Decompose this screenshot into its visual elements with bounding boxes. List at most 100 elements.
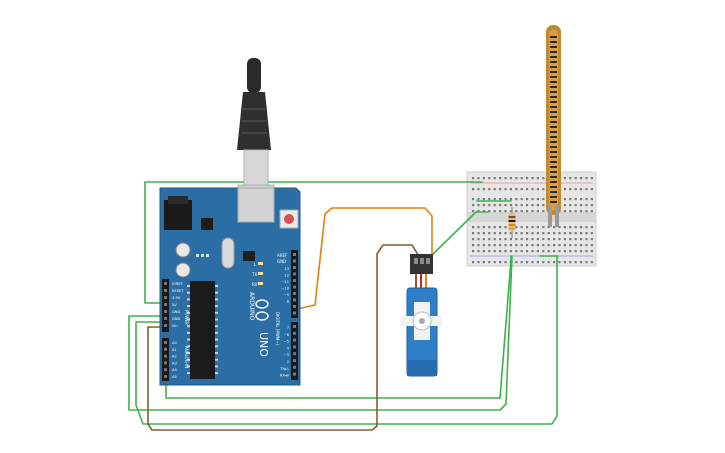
breadboard-hole[interactable] xyxy=(580,250,583,253)
breadboard-hole[interactable] xyxy=(499,261,502,264)
breadboard-hole[interactable] xyxy=(558,244,561,247)
breadboard-hole[interactable] xyxy=(499,188,502,191)
breadboard-hole[interactable] xyxy=(504,188,507,191)
breadboard-hole[interactable] xyxy=(515,261,518,264)
breadboard-hole[interactable] xyxy=(515,250,518,253)
header-pin[interactable] xyxy=(293,372,296,376)
breadboard-hole[interactable] xyxy=(542,250,545,253)
breadboard-hole[interactable] xyxy=(542,226,545,229)
breadboard-hole[interactable] xyxy=(531,204,534,207)
breadboard-hole[interactable] xyxy=(580,198,583,201)
header-pin[interactable] xyxy=(293,365,296,369)
breadboard-hole[interactable] xyxy=(542,210,545,213)
header-pin[interactable] xyxy=(164,303,167,306)
breadboard-hole[interactable] xyxy=(509,188,512,191)
breadboard-hole[interactable] xyxy=(585,244,588,247)
breadboard-hole[interactable] xyxy=(536,198,539,201)
breadboard-hole[interactable] xyxy=(558,226,561,229)
breadboard-hole[interactable] xyxy=(493,232,496,235)
breadboard-hole[interactable] xyxy=(563,232,566,235)
breadboard-hole[interactable] xyxy=(585,198,588,201)
breadboard-hole[interactable] xyxy=(526,177,529,180)
breadboard-hole[interactable] xyxy=(493,226,496,229)
header-pin[interactable] xyxy=(164,347,167,351)
breadboard-hole[interactable] xyxy=(504,210,507,213)
breadboard-hole[interactable] xyxy=(477,244,480,247)
breadboard-hole[interactable] xyxy=(536,232,539,235)
breadboard-hole[interactable] xyxy=(585,188,588,191)
breadboard-hole[interactable] xyxy=(515,232,518,235)
header-pin[interactable] xyxy=(293,292,296,295)
breadboard-hole[interactable] xyxy=(526,198,529,201)
breadboard-hole[interactable] xyxy=(585,250,588,253)
breadboard-hole[interactable] xyxy=(531,244,534,247)
wire-servo-gnd[interactable] xyxy=(147,244,421,431)
breadboard-hole[interactable] xyxy=(536,250,539,253)
breadboard-hole[interactable] xyxy=(488,238,491,241)
breadboard-hole[interactable] xyxy=(542,244,545,247)
breadboard[interactable] xyxy=(466,171,597,267)
breadboard-hole[interactable] xyxy=(520,232,523,235)
wire-5v[interactable] xyxy=(144,181,483,304)
header-pin[interactable] xyxy=(164,368,167,372)
breadboard-hole[interactable] xyxy=(504,238,507,241)
breadboard-hole[interactable] xyxy=(499,250,502,253)
breadboard-hole[interactable] xyxy=(493,250,496,253)
breadboard-hole[interactable] xyxy=(580,210,583,213)
header-pin[interactable] xyxy=(164,375,167,378)
breadboard-hole[interactable] xyxy=(531,198,534,201)
breadboard-hole[interactable] xyxy=(574,210,577,213)
breadboard-hole[interactable] xyxy=(585,204,588,207)
breadboard-hole[interactable] xyxy=(482,250,485,253)
breadboard-hole[interactable] xyxy=(563,244,566,247)
breadboard-hole[interactable] xyxy=(542,177,545,180)
breadboard-hole[interactable] xyxy=(504,226,507,229)
breadboard-hole[interactable] xyxy=(526,244,529,247)
breadboard-hole[interactable] xyxy=(526,232,529,235)
breadboard-hole[interactable] xyxy=(580,177,583,180)
breadboard-hole[interactable] xyxy=(569,232,572,235)
breadboard-hole[interactable] xyxy=(482,198,485,201)
breadboard-hole[interactable] xyxy=(515,238,518,241)
breadboard-hole[interactable] xyxy=(477,232,480,235)
breadboard-hole[interactable] xyxy=(542,204,545,207)
breadboard-hole[interactable] xyxy=(574,226,577,229)
breadboard-hole[interactable] xyxy=(488,244,491,247)
breadboard-hole[interactable] xyxy=(569,188,572,191)
breadboard-hole[interactable] xyxy=(585,238,588,241)
breadboard-hole[interactable] xyxy=(472,250,475,253)
breadboard-hole[interactable] xyxy=(558,261,561,264)
breadboard-hole[interactable] xyxy=(509,204,512,207)
breadboard-hole[interactable] xyxy=(488,261,491,264)
breadboard-hole[interactable] xyxy=(493,210,496,213)
arduino-uno-board[interactable]: L TX RX ARDUINO UNO POWER ANALOG IN DIGI… xyxy=(159,187,301,386)
breadboard-hole[interactable] xyxy=(580,226,583,229)
header-pin[interactable] xyxy=(164,354,167,358)
breadboard-hole[interactable] xyxy=(542,238,545,241)
breadboard-hole[interactable] xyxy=(542,232,545,235)
breadboard-hole[interactable] xyxy=(536,204,539,207)
breadboard-hole[interactable] xyxy=(590,198,593,201)
breadboard-hole[interactable] xyxy=(477,226,480,229)
breadboard-hole[interactable] xyxy=(499,204,502,207)
breadboard-hole[interactable] xyxy=(472,198,475,201)
header-pin[interactable] xyxy=(293,325,296,328)
breadboard-hole[interactable] xyxy=(563,198,566,201)
breadboard-hole[interactable] xyxy=(547,261,550,264)
breadboard-hole[interactable] xyxy=(515,188,518,191)
breadboard-hole[interactable] xyxy=(553,232,556,235)
header-pin[interactable] xyxy=(293,338,296,342)
breadboard-hole[interactable] xyxy=(536,238,539,241)
breadboard-hole[interactable] xyxy=(574,238,577,241)
breadboard-hole[interactable] xyxy=(472,204,475,207)
servo-motor-icon[interactable] xyxy=(402,254,442,377)
breadboard-hole[interactable] xyxy=(547,226,550,229)
breadboard-hole[interactable] xyxy=(563,250,566,253)
breadboard-hole[interactable] xyxy=(536,226,539,229)
breadboard-hole[interactable] xyxy=(553,244,556,247)
breadboard-hole[interactable] xyxy=(569,177,572,180)
breadboard-hole[interactable] xyxy=(515,210,518,213)
breadboard-hole[interactable] xyxy=(547,238,550,241)
header-pin[interactable] xyxy=(164,289,167,292)
breadboard-hole[interactable] xyxy=(472,244,475,247)
